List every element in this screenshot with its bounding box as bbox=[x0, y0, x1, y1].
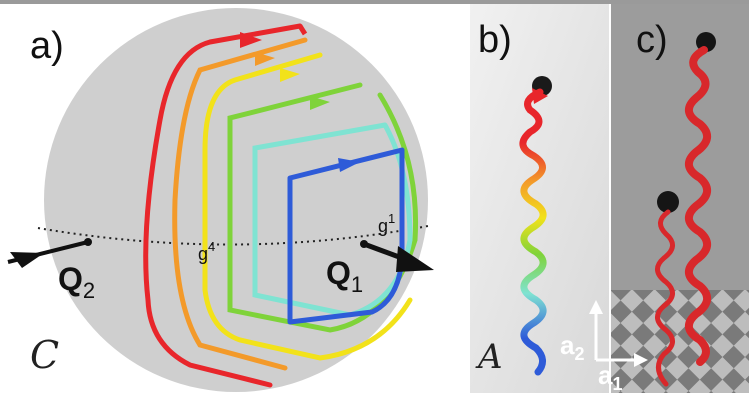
basis-vectors: a2 a1 bbox=[560, 300, 648, 393]
g4-label: g4 bbox=[198, 239, 215, 264]
particle-c-top bbox=[696, 32, 716, 52]
panel-b-label: b) bbox=[478, 19, 512, 61]
loop-green bbox=[227, 82, 419, 333]
arrow-yellow bbox=[280, 68, 300, 82]
loop-yellow bbox=[202, 52, 413, 361]
panel-a: a) Q2 Q1 g4 g1 C bbox=[7, 8, 434, 392]
loop-orange bbox=[172, 37, 308, 371]
g1-label: g1 bbox=[378, 211, 395, 236]
panel-a-label: a) bbox=[30, 25, 64, 67]
helix-c-right bbox=[685, 46, 711, 366]
loop-red bbox=[143, 23, 303, 388]
q1-label: Q1 bbox=[326, 255, 363, 297]
a2-label: a2 bbox=[560, 330, 584, 364]
q2-arrow bbox=[7, 238, 92, 268]
arrow-blue bbox=[338, 158, 360, 172]
a1-label: a1 bbox=[598, 360, 622, 393]
sphere bbox=[44, 8, 428, 392]
set-c-label: C bbox=[30, 333, 59, 377]
arrow-green bbox=[310, 96, 330, 110]
arrow-red bbox=[240, 32, 262, 48]
set-a-label: A bbox=[475, 337, 503, 377]
q1-arrow bbox=[360, 240, 434, 272]
q2-label: Q2 bbox=[58, 261, 95, 303]
helix-c-left bbox=[655, 209, 675, 387]
panel-b: b) A bbox=[470, 4, 609, 393]
panel-c-label: c) bbox=[636, 19, 668, 61]
arrow-orange bbox=[255, 52, 275, 66]
particle-c-mid bbox=[657, 191, 679, 213]
helix-b bbox=[519, 88, 547, 376]
panel-c: c) bbox=[611, 4, 749, 393]
